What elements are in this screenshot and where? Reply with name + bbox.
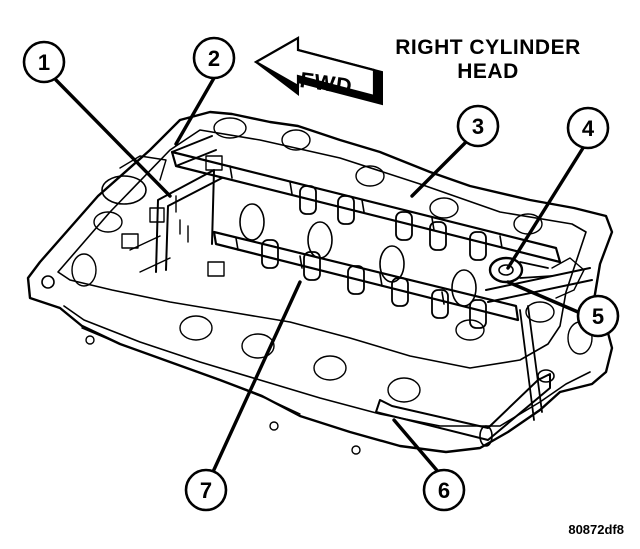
callout-2: 2: [192, 36, 236, 80]
callout-2-label: 2: [208, 46, 220, 71]
callout-1-label: 1: [38, 50, 50, 75]
title-line-1: RIGHT CYLINDER: [395, 36, 581, 59]
title-line-2: HEAD: [457, 60, 519, 83]
callout-3-label: 3: [472, 114, 484, 139]
diagram-title: RIGHT CYLINDER HEAD: [388, 36, 588, 84]
callout-7-label: 7: [200, 478, 212, 503]
callout-7: 7: [184, 468, 228, 512]
oil-tube-fitting: [488, 256, 553, 284]
leader-lines: [54, 76, 590, 476]
upper-oil-tube: [170, 135, 562, 264]
callout-4: 4: [566, 106, 610, 150]
callout-6: 6: [422, 468, 466, 512]
callout-6-label: 6: [438, 478, 450, 503]
front-crossover-tube: [121, 155, 225, 277]
callout-5-label: 5: [592, 304, 604, 329]
side-oil-tube: [375, 305, 555, 447]
callout-1: 1: [22, 40, 66, 84]
fwd-arrow: FWD: [253, 36, 383, 106]
lower-oil-tube: [212, 230, 593, 329]
figure-id: 80872df8: [568, 522, 624, 537]
cylinder-head-body: [26, 110, 614, 455]
callout-5: 5: [576, 294, 620, 338]
callout-4-label: 4: [582, 116, 595, 141]
callout-3: 3: [456, 104, 500, 148]
